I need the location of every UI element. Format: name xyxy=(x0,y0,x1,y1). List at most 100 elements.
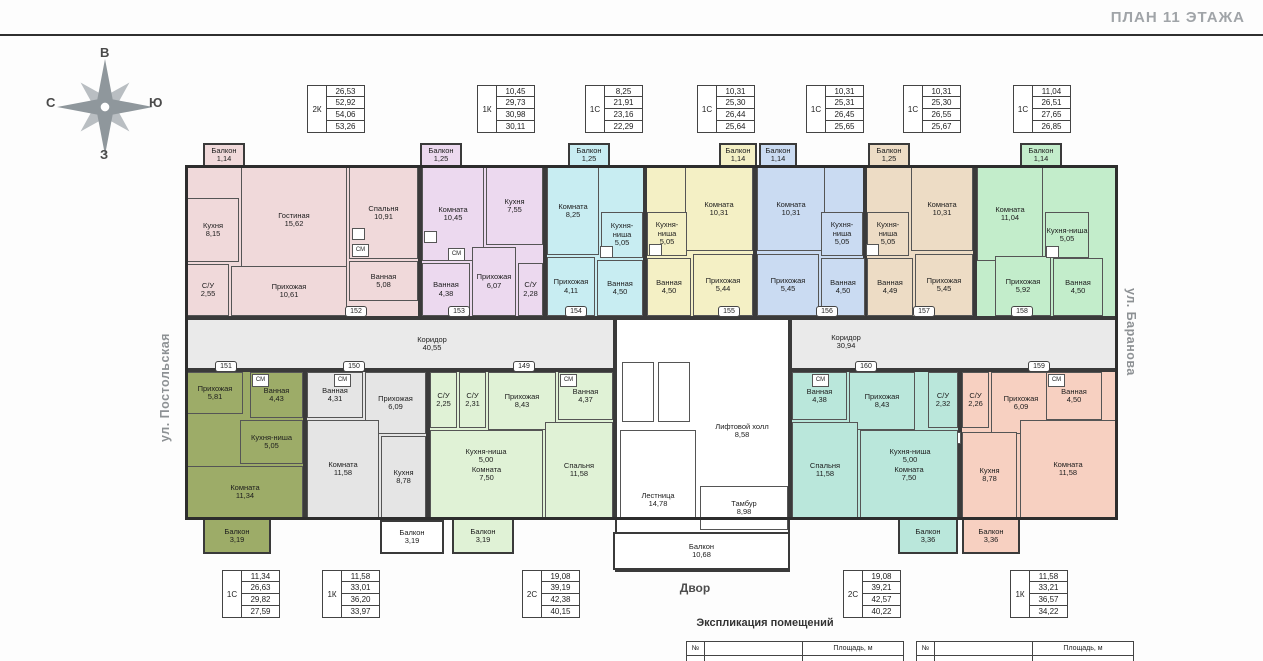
door-number-plate: 151 xyxy=(215,361,237,372)
washing-machine-marker: СМ xyxy=(812,374,829,387)
spec-value: 30,98 xyxy=(497,109,535,121)
room-label: СМ xyxy=(337,377,348,384)
vent-shaft-icon xyxy=(352,228,365,240)
spec-value: 52,92 xyxy=(327,97,365,109)
spec-value: 25,30 xyxy=(717,97,755,109)
apartment-type-label: 1К xyxy=(477,85,497,133)
door-number-plate: 160 xyxy=(855,361,877,372)
spec-value: 26,63 xyxy=(242,582,280,594)
door-number-plate: 150 xyxy=(343,361,365,372)
zone-corridor-right xyxy=(790,318,1118,370)
room-label: СМ xyxy=(1051,377,1062,384)
spec-value: 25,30 xyxy=(923,97,961,109)
spec-value: 26,44 xyxy=(717,109,755,121)
door-number-plate: 155 xyxy=(718,306,740,317)
explication-header-cell xyxy=(935,642,1033,661)
vent-shaft-icon xyxy=(424,231,437,243)
spec-value: 26,53 xyxy=(327,85,365,97)
elevator-shaft xyxy=(622,362,654,422)
spec-value: 53,26 xyxy=(327,121,365,133)
compass-star-icon xyxy=(57,59,153,155)
spec-value: 33,21 xyxy=(1030,582,1068,594)
apartment-type-label: 1К xyxy=(1010,570,1030,618)
spec-value: 8,25 xyxy=(605,85,643,97)
door-number-plate: 154 xyxy=(565,306,587,317)
zone-corridor-left xyxy=(185,318,615,370)
spec-value: 40,22 xyxy=(863,606,901,618)
washing-machine-marker: СМ xyxy=(1048,374,1065,387)
apartment-type-label: 1С xyxy=(806,85,826,133)
spec-value: 23,16 xyxy=(605,109,643,121)
spec-value: 26,85 xyxy=(1033,121,1071,133)
spec-value: 42,38 xyxy=(542,594,580,606)
spec-value: 25,31 xyxy=(826,97,864,109)
explication-header-cell xyxy=(705,642,803,661)
top-divider xyxy=(0,34,1263,36)
apartment-type-label: 2К xyxy=(307,85,327,133)
compass-bottom-label: З xyxy=(100,147,109,162)
washing-machine-marker: СМ xyxy=(448,248,465,261)
spec-value: 40,15 xyxy=(542,606,580,618)
